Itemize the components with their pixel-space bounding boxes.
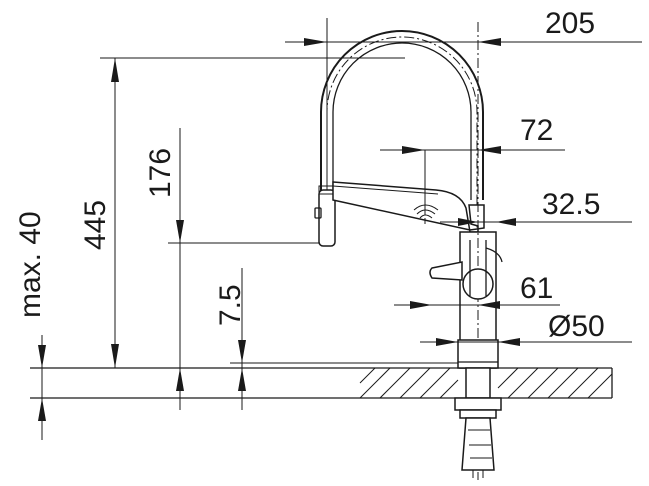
spout-inner bbox=[332, 42, 472, 240]
lever-handle bbox=[429, 261, 463, 281]
dim-label-worktop-thickness: max. 40 bbox=[14, 211, 47, 318]
dim-label-hose-clearance: 7.5 bbox=[214, 284, 247, 326]
mounting-shank bbox=[461, 417, 495, 471]
faucet-arm bbox=[332, 181, 485, 233]
mounting-nut bbox=[454, 397, 502, 411]
dim-label-sensor-offset: 72 bbox=[520, 114, 553, 147]
dim-label-total-height: 445 bbox=[79, 200, 112, 250]
dim-label-spout-height: 176 bbox=[144, 148, 177, 198]
dim-label-lever-offset: 61 bbox=[520, 272, 553, 305]
faucet bbox=[314, 22, 503, 480]
dim-label-body-offset: 32.5 bbox=[542, 188, 600, 221]
dimension-lines bbox=[38, 18, 642, 440]
worktop-hatching bbox=[359, 367, 613, 399]
dim-label-base-diameter: Ø50 bbox=[548, 310, 605, 343]
worktop bbox=[30, 367, 613, 399]
dim-label-reach: 205 bbox=[545, 7, 595, 40]
lever-hub bbox=[462, 268, 494, 300]
